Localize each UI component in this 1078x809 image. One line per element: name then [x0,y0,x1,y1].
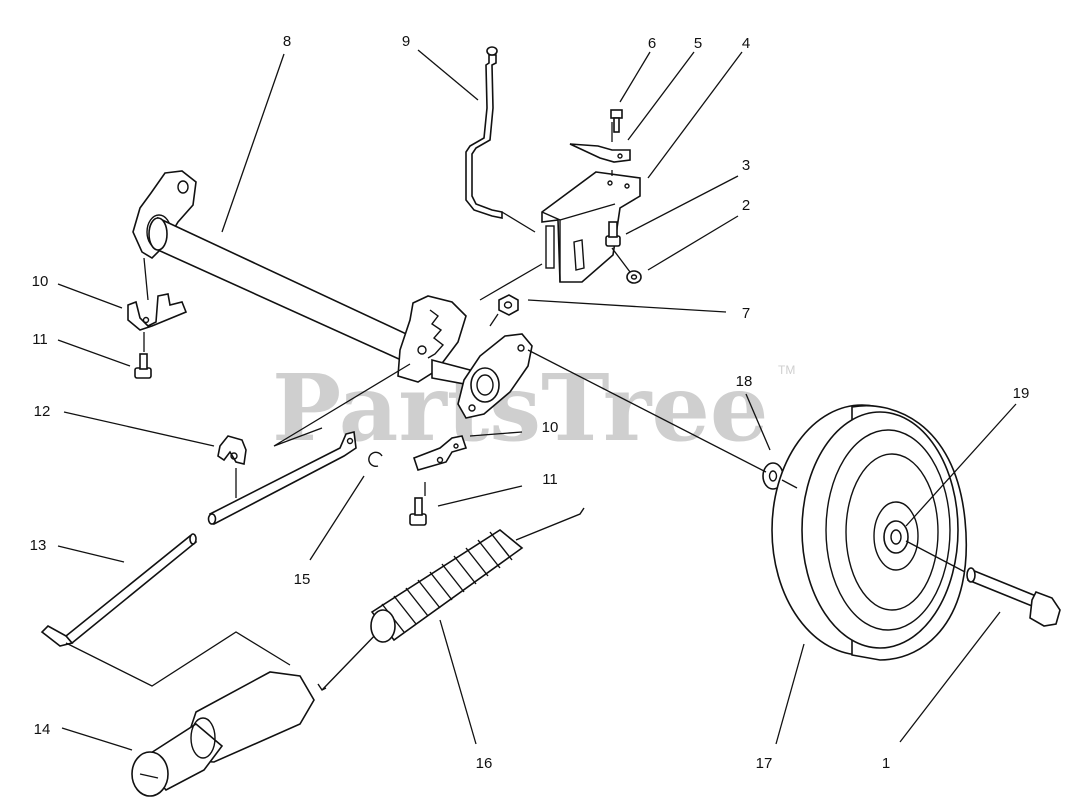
part-adjust-lever [465,46,503,219]
callout-1: 1 [882,755,890,772]
part-l-rod [40,533,198,647]
part-shoulder-bolt [966,567,1061,627]
part-wheel [771,404,968,661]
callout-10-left: 10 [32,273,49,290]
part-small-bolt [610,109,623,133]
callout-6: 6 [648,35,656,52]
part-extension-spring [317,507,585,691]
leader-lines [57,49,1017,751]
callout-8: 8 [283,33,291,50]
callout-18: 18 [736,373,753,390]
part-handle-grip [131,671,315,797]
callout-14: 14 [34,721,51,738]
callout-13: 13 [30,537,47,554]
part-ratchet-plate [397,295,471,386]
callout-labels: 8 9 6 5 4 3 2 7 10 11 12 10 11 18 19 13 … [30,33,1030,772]
callout-10-center: 10 [542,419,559,436]
part-bracket [541,171,641,283]
callout-16: 16 [476,755,493,772]
part-clamp [217,435,247,465]
part-bolt-left [134,353,152,379]
part-e-ring [368,451,383,468]
callout-19: 19 [1013,385,1030,402]
callout-7: 7 [742,305,750,322]
callout-15: 15 [294,571,311,588]
assembly-lines [65,122,966,687]
callout-5: 5 [694,35,702,52]
part-bracket-bolt [605,221,621,247]
callout-4: 4 [742,35,750,52]
callout-9: 9 [402,33,410,50]
part-axle-tube [132,170,433,376]
part-spring-clip [569,143,631,163]
part-link-rod [207,431,357,526]
callout-11-left: 11 [32,331,48,348]
callout-11-center: 11 [542,471,558,488]
callout-3: 3 [742,157,750,174]
part-bearing-plate [457,333,533,419]
part-washer [626,270,642,284]
callout-2: 2 [742,197,750,214]
part-latch-clip [412,435,468,471]
callout-17: 17 [756,755,773,772]
watermark-trademark: TM [778,363,795,377]
part-nut [498,294,519,316]
part-clip-bracket-left [127,293,188,331]
part-bolt-center [409,497,427,526]
callout-12: 12 [34,403,51,420]
